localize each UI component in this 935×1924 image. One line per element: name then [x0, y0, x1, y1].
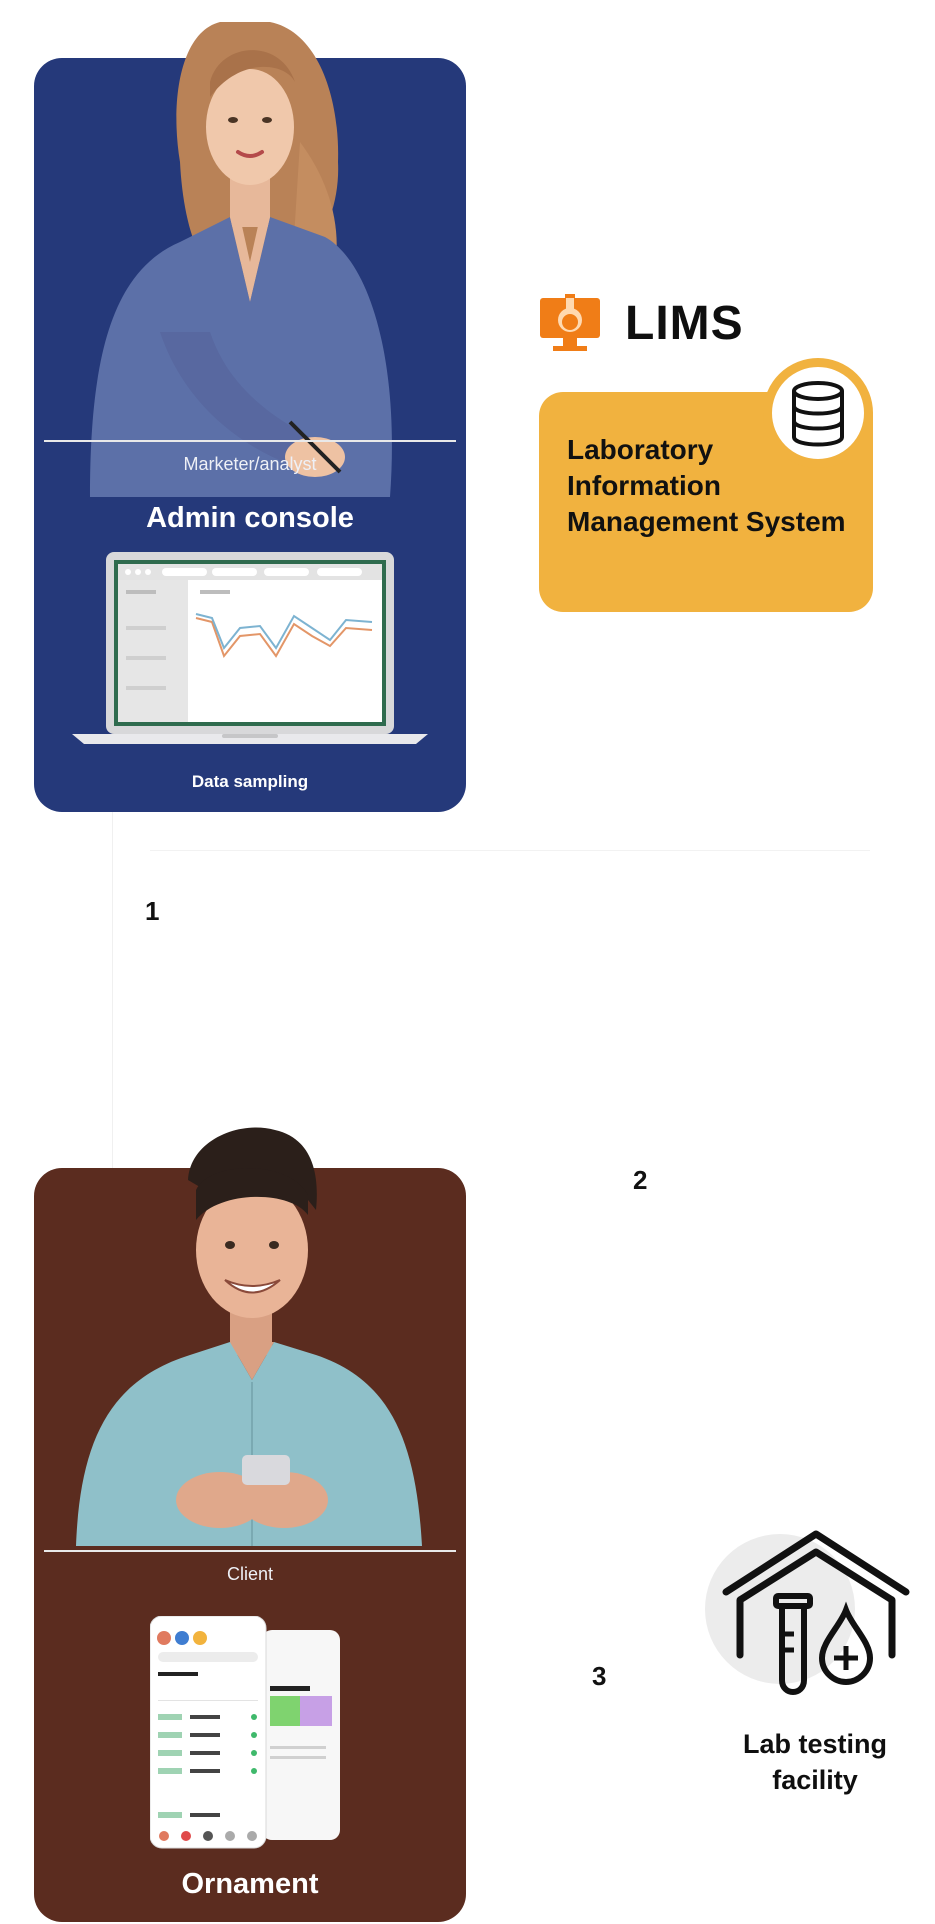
lims-title: LIMS [625, 297, 744, 350]
lab-label: Lab testing facility [742, 1729, 887, 1795]
admin-role-label: Marketer/analyst [183, 454, 317, 474]
database-badge [763, 358, 873, 468]
step-number-1: 1 [145, 896, 160, 926]
connector-vertical-line [112, 812, 113, 1168]
admin-card: Marketer/analyst Admin console Data samp… [34, 22, 466, 812]
step-number-2: 2 [633, 1165, 648, 1195]
lims-description: Laboratory Information Management System [567, 434, 846, 537]
laptop-dashboard-icon [72, 552, 428, 744]
flask-monitor-icon [540, 294, 600, 351]
connector-horizontal-line [150, 850, 870, 851]
lab-house-icon [722, 1530, 910, 1695]
lims-box: Laboratory Information Management System [539, 392, 873, 612]
client-role-label: Client [226, 1564, 274, 1584]
man-client-photo [76, 1127, 422, 1546]
admin-card-subtitle: Data sampling [191, 772, 309, 791]
database-icon [792, 381, 844, 447]
client-card-title: Ornament [181, 1868, 319, 1900]
client-card-divider [44, 1550, 456, 1552]
step-number-3: 3 [592, 1661, 607, 1691]
admin-card-title: Admin console [146, 502, 354, 534]
admin-card-divider [44, 440, 456, 442]
woman-analyst-photo [90, 22, 392, 497]
mobile-app-screens-icon [150, 1616, 340, 1849]
client-card: Client Ornament [34, 1127, 466, 1922]
